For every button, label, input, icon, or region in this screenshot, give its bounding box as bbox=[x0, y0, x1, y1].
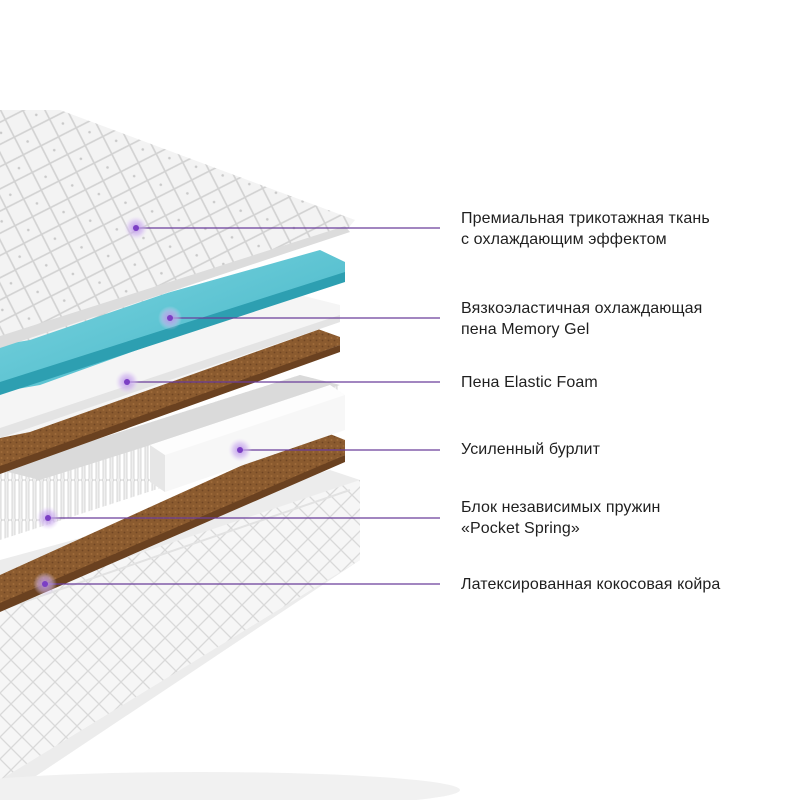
callout-memory-gel: Вязкоэластичная охлаждающая пена Memory … bbox=[461, 298, 781, 340]
callout-elastic-foam: Пена Elastic Foam bbox=[461, 372, 781, 393]
callout-burlit-line-1: Усиленный бурлит bbox=[461, 441, 601, 458]
floor-shadow bbox=[0, 772, 460, 800]
callout-coconut-coir-line-1: Латексированная кокосовая койра bbox=[461, 576, 721, 593]
callout-pocket-spring: Блок независимых пружин «Pocket Spring» bbox=[461, 497, 781, 539]
callout-memory-gel-line-1: Вязкоэластичная охлаждающая bbox=[461, 300, 703, 317]
callout-pocket-spring-line-2: «Pocket Spring» bbox=[461, 520, 580, 537]
callout-burlit: Усиленный бурлит bbox=[461, 439, 781, 460]
layer-markers bbox=[33, 216, 252, 596]
callout-memory-gel-line-2: пена Memory Gel bbox=[461, 321, 590, 338]
callout-elastic-foam-line-1: Пена Elastic Foam bbox=[461, 374, 598, 391]
leader-lines bbox=[45, 227, 440, 585]
callout-fabric-line-1: Премиальная трикотажная ткань bbox=[461, 210, 710, 227]
callout-fabric: Премиальная трикотажная ткань с охлаждаю… bbox=[461, 208, 781, 250]
callout-coconut-coir: Латексированная кокосовая койра bbox=[461, 574, 781, 595]
burlit-block bbox=[150, 385, 345, 492]
elastic-foam-layer bbox=[0, 295, 340, 438]
callout-fabric-line-2: с охлаждающим эффектом bbox=[461, 231, 667, 248]
coir-layer-top bbox=[0, 328, 340, 474]
callout-pocket-spring-line-1: Блок независимых пружин bbox=[461, 499, 661, 516]
